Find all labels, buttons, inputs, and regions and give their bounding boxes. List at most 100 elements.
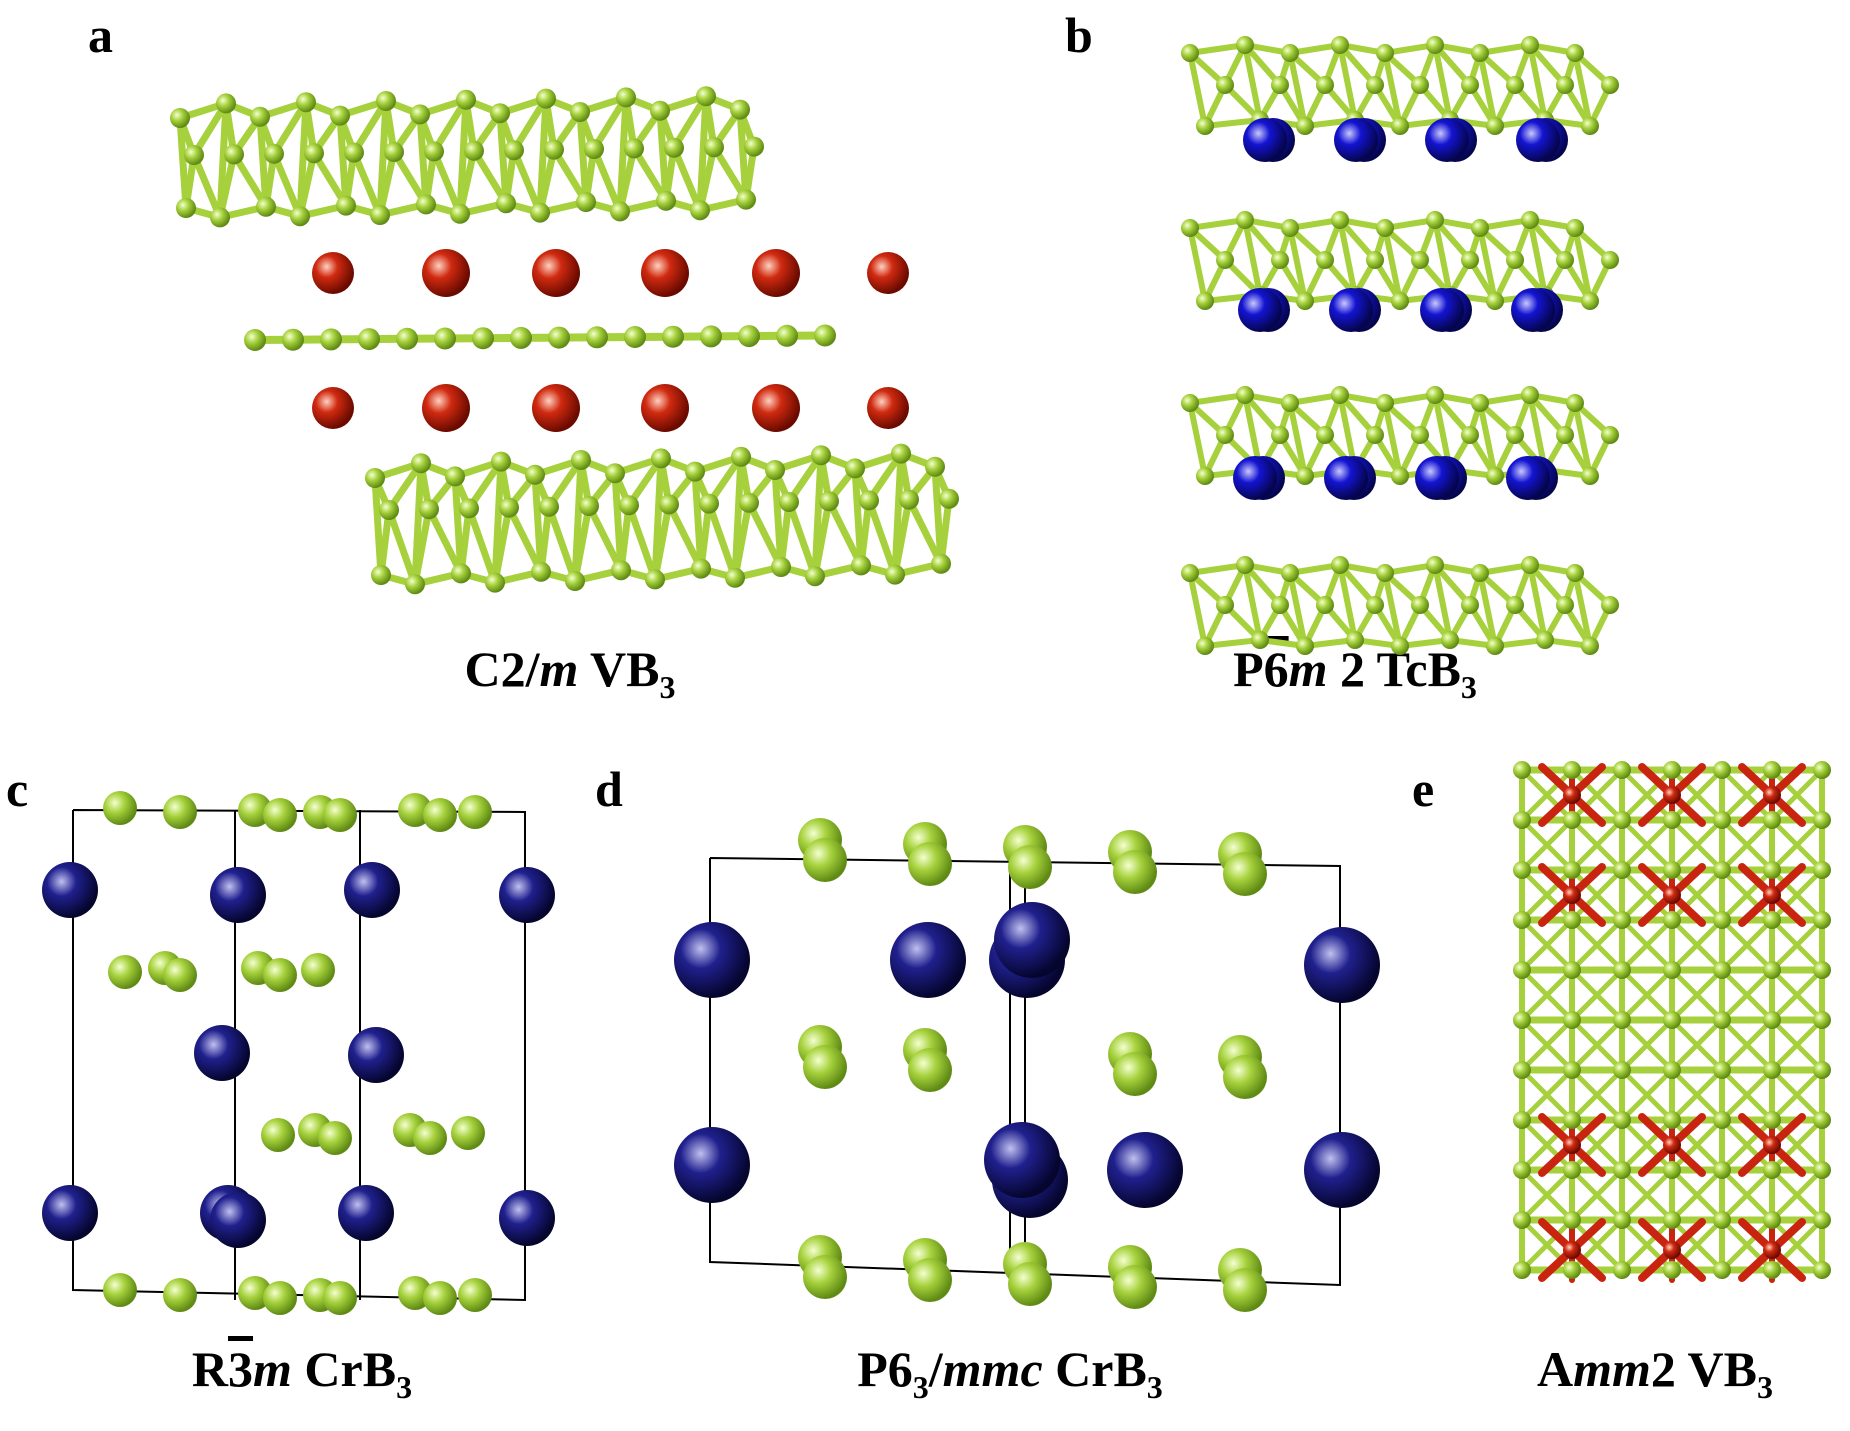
boron-atom (1391, 292, 1409, 310)
boron-atom (456, 89, 476, 110)
boron-atom (899, 489, 919, 510)
boron-atom (434, 327, 456, 350)
bond (1719, 867, 1775, 923)
boron-atom (725, 567, 745, 588)
boron-atom (730, 99, 750, 120)
boron-atom (1566, 219, 1584, 237)
boron-atom (771, 557, 791, 577)
technetium-atom (1243, 118, 1287, 162)
bond (665, 500, 705, 573)
boron-atom (1223, 1055, 1267, 1099)
boron-atom (1513, 1261, 1531, 1279)
boron-atom (1813, 1211, 1831, 1229)
bond (705, 500, 739, 582)
bond (350, 97, 390, 157)
chromium-atom (344, 862, 400, 918)
boron-atom (184, 145, 204, 165)
boron-atom (1346, 631, 1364, 649)
bond (371, 474, 385, 579)
vanadium-atom (532, 384, 580, 432)
boron-atom (1663, 1161, 1681, 1179)
bond (1187, 217, 1248, 231)
boron-atom (1411, 76, 1429, 94)
structure-panel-b (1181, 36, 1619, 655)
vanadium-atom (312, 252, 354, 294)
bond (256, 113, 270, 211)
bond (1619, 817, 1675, 873)
bond (691, 468, 705, 573)
bond (430, 147, 464, 218)
boron-atom (530, 202, 550, 223)
boron-atom (370, 205, 390, 225)
boron-atom (1566, 394, 1584, 412)
boron-atom (1331, 36, 1349, 54)
boron-atom (1366, 76, 1384, 94)
bond (491, 458, 505, 587)
boron-atom (662, 325, 684, 348)
boron-atom (1296, 117, 1314, 135)
bond (216, 99, 230, 221)
boron-atom (1411, 596, 1429, 614)
bond (230, 150, 270, 211)
boron-atom (1581, 637, 1599, 655)
boron-atom (323, 1281, 357, 1315)
boron-atom (1113, 1052, 1157, 1096)
boron-atom (1471, 219, 1489, 237)
boron-atom (1566, 44, 1584, 62)
bond (1569, 967, 1625, 1023)
bond (510, 95, 550, 154)
bond (1569, 817, 1625, 873)
chromium-atom (1107, 1132, 1183, 1208)
bond (270, 98, 310, 158)
bond (1572, 400, 1593, 479)
boron-atom (1813, 1111, 1831, 1129)
bond (1287, 400, 1308, 479)
boron-atom (445, 466, 465, 487)
bond (456, 96, 470, 218)
bond (1527, 562, 1548, 643)
boron-atom (531, 561, 551, 582)
boron-atom (731, 446, 751, 467)
technetium-atom (1415, 456, 1459, 500)
boron-atom (1513, 861, 1531, 879)
boron-atom (1281, 44, 1299, 62)
boron-atom (451, 1116, 485, 1150)
boron-atom (344, 142, 364, 163)
bond (1719, 967, 1775, 1023)
bond (451, 472, 465, 577)
boron-atom (1763, 911, 1781, 929)
boron-atom (1216, 426, 1234, 444)
boron-atom (696, 86, 716, 107)
bond (1337, 217, 1358, 298)
boron-atom (1563, 961, 1581, 979)
bond (545, 503, 579, 585)
bond (416, 110, 430, 208)
boron-atom (579, 496, 599, 516)
bond (1519, 767, 1575, 823)
boron-atom (1613, 761, 1631, 779)
boron-atom (1601, 251, 1619, 269)
bond (670, 92, 710, 152)
bond (1769, 867, 1825, 923)
boron-atom (1813, 1061, 1831, 1079)
bond (1769, 967, 1825, 1023)
bond (1202, 117, 1263, 129)
boron-atom (416, 194, 436, 215)
caption-panel-e: Amm2 VB3 (1537, 1341, 1773, 1405)
technetium-atom (1516, 118, 1560, 162)
boron-atom (651, 448, 671, 469)
boron-atom (396, 327, 418, 350)
bond (1769, 917, 1825, 973)
bond (1519, 1067, 1575, 1123)
technetium-atom (1511, 288, 1555, 332)
bond (611, 469, 625, 574)
vanadium-atom (422, 249, 470, 297)
boron-atom (371, 565, 391, 585)
bond (536, 95, 550, 217)
vanadium-atom (1663, 1241, 1681, 1259)
boron-atom (1613, 811, 1631, 829)
unit-cell-edge (72, 809, 526, 1302)
bond (1572, 225, 1593, 304)
bond (1769, 1117, 1825, 1173)
bond (1519, 1117, 1575, 1173)
